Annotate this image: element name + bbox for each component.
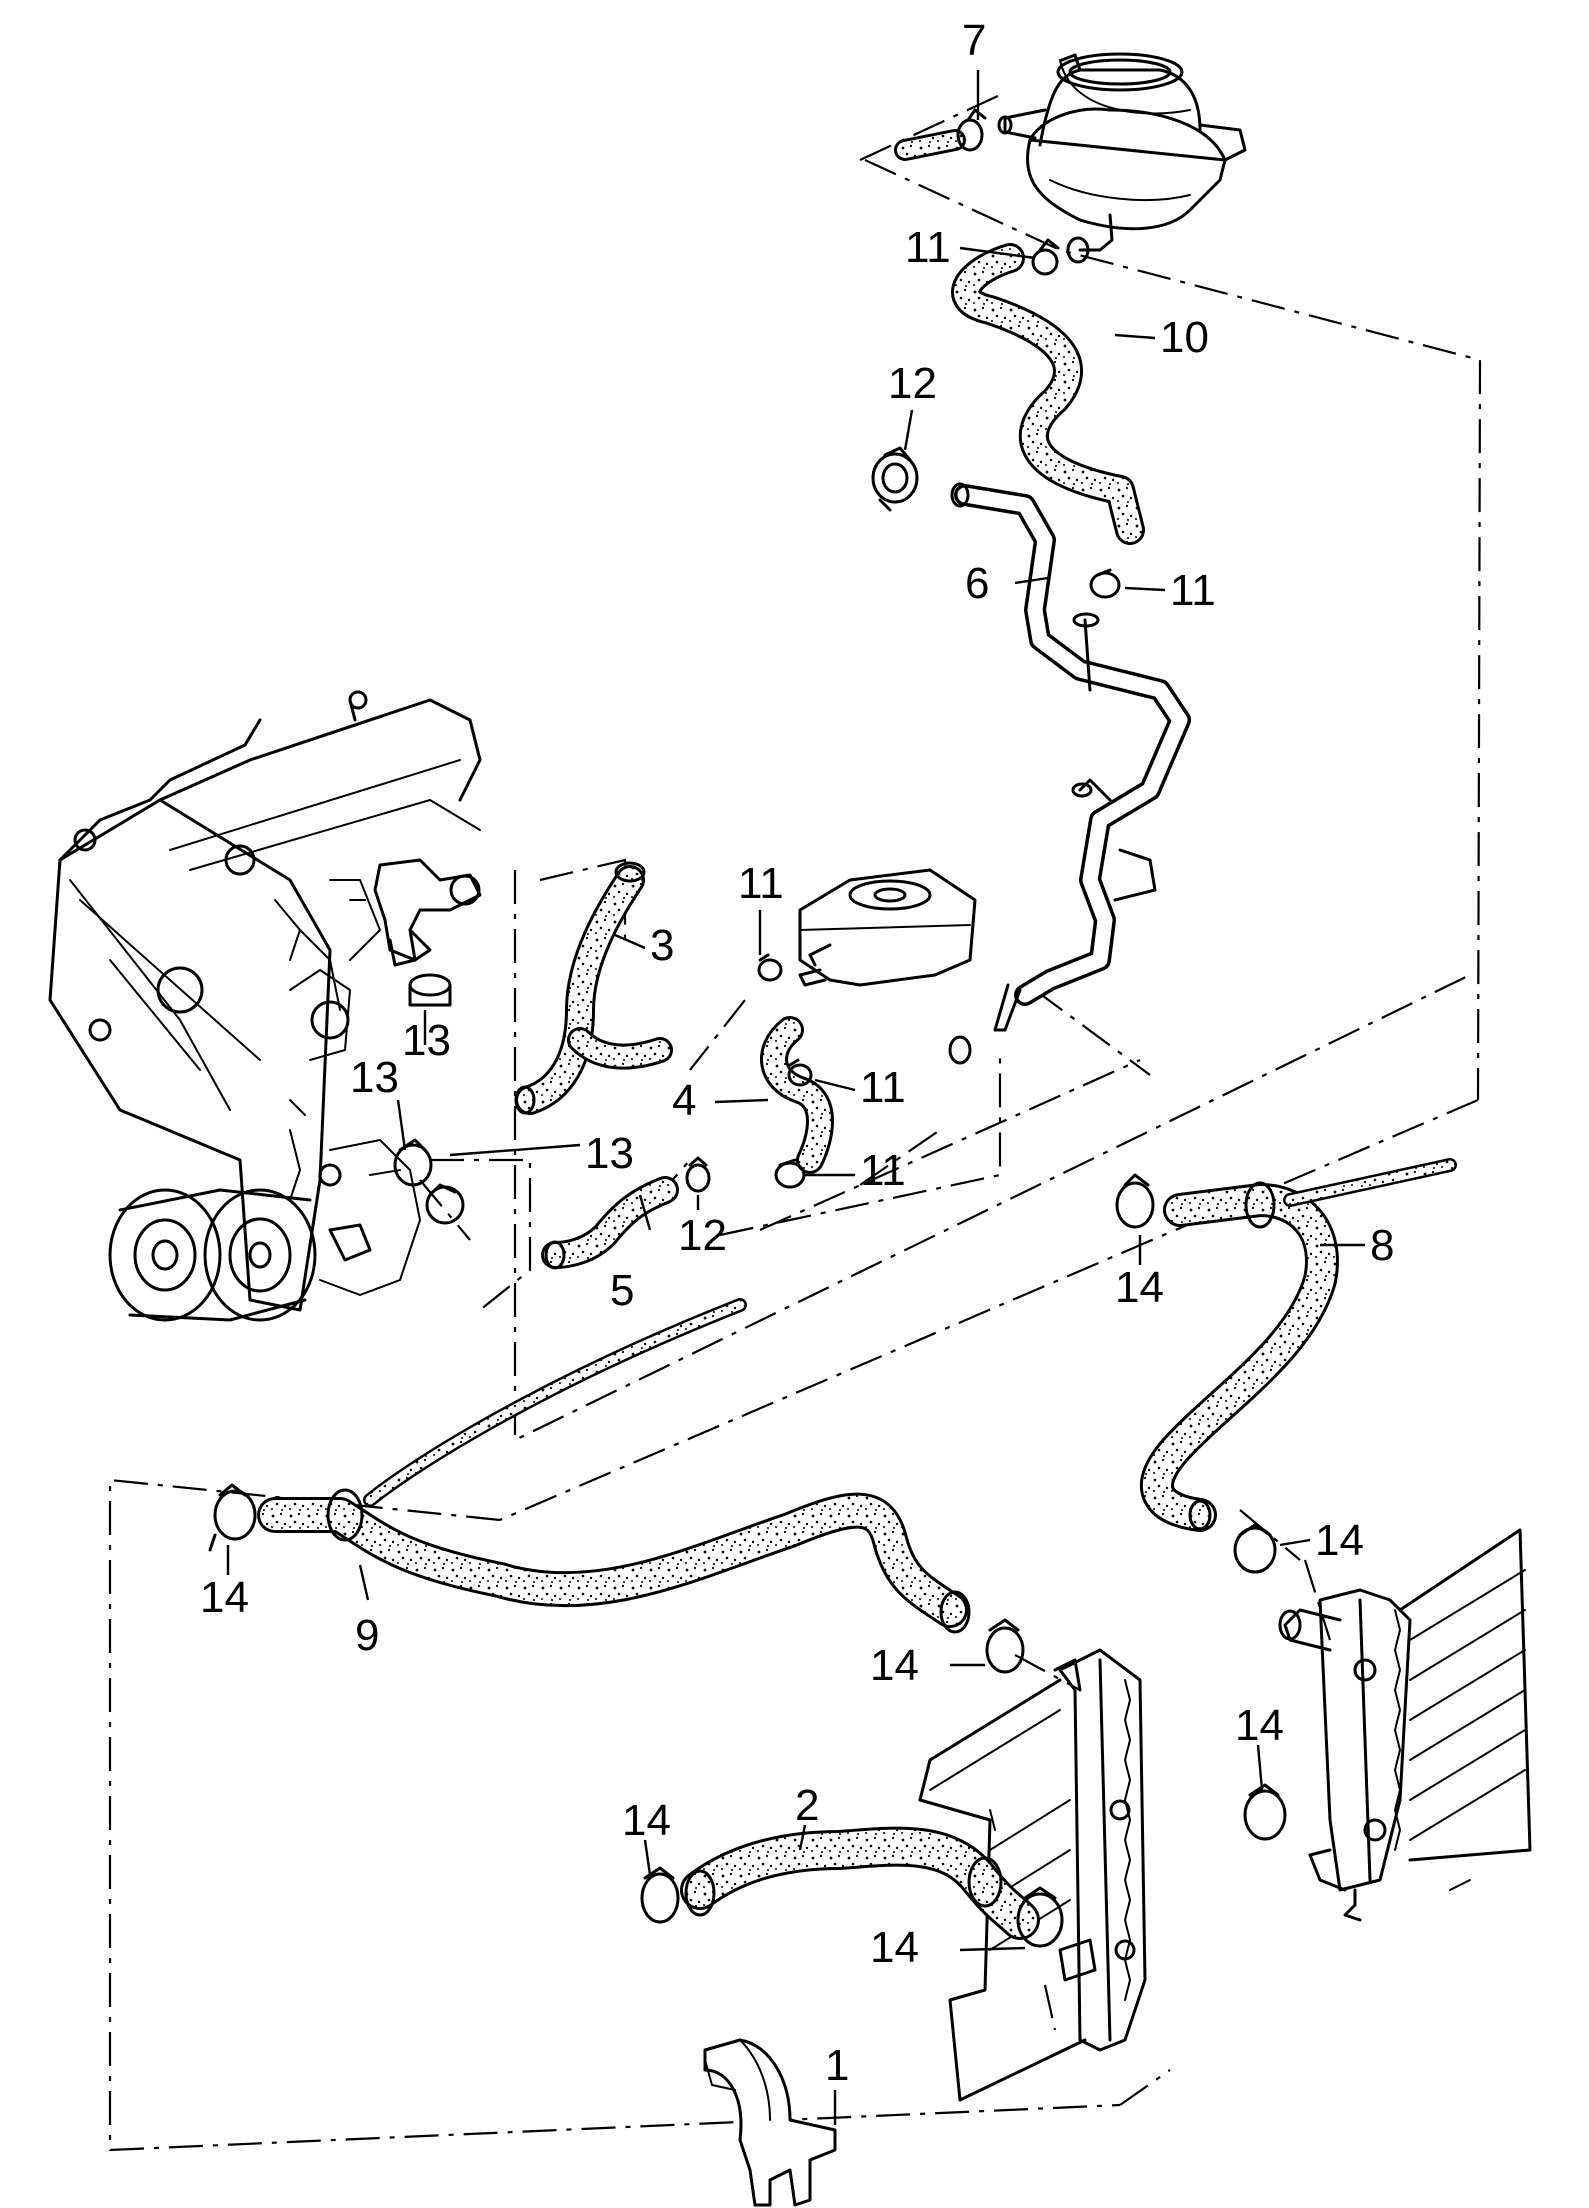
callout-8: 8 bbox=[1370, 1221, 1394, 1270]
callout-13-b: 13 bbox=[350, 1053, 399, 1102]
callout-11-top: 11 bbox=[905, 223, 951, 272]
callout-12-top: 12 bbox=[888, 359, 937, 408]
callout-numbers: 1 2 3 4 5 6 7 8 9 10 11 11 11 11 11 12 1… bbox=[200, 16, 1394, 2090]
callout-11-lower: 11 bbox=[860, 1146, 906, 1195]
oil-cooler-housing bbox=[798, 868, 977, 987]
callout-13-a: 13 bbox=[402, 1016, 451, 1065]
callout-9: 9 bbox=[355, 1611, 379, 1660]
callout-11-center: 11 bbox=[738, 859, 784, 908]
bracket bbox=[703, 2038, 837, 2207]
callout-7: 7 bbox=[962, 16, 986, 65]
callout-11-mid: 11 bbox=[860, 1063, 906, 1112]
callout-14-e: 14 bbox=[1235, 1701, 1284, 1750]
callout-14-d: 14 bbox=[870, 1641, 919, 1690]
callout-5: 5 bbox=[610, 1266, 634, 1315]
hose-clamps bbox=[208, 108, 1287, 1948]
callout-3: 3 bbox=[650, 921, 674, 970]
callout-11-right: 11 bbox=[1170, 566, 1216, 615]
callout-14-f: 14 bbox=[622, 1796, 671, 1845]
callout-12-mid: 12 bbox=[678, 1211, 727, 1260]
leader-lines bbox=[226, 70, 1365, 2125]
right-radiator bbox=[1278, 1528, 1532, 1922]
callout-14-c: 14 bbox=[1315, 1516, 1364, 1565]
callout-2: 2 bbox=[795, 1781, 819, 1830]
callout-14-g: 14 bbox=[870, 1923, 919, 1972]
callout-4: 4 bbox=[672, 1076, 696, 1125]
coolant-pipe bbox=[948, 482, 1191, 1065]
callout-6: 6 bbox=[965, 559, 989, 608]
callout-10: 10 bbox=[1160, 313, 1209, 362]
callout-14-b: 14 bbox=[200, 1573, 249, 1622]
callout-1: 1 bbox=[825, 2041, 849, 2090]
hoses bbox=[257, 129, 1457, 1940]
engine-block bbox=[48, 690, 482, 1322]
callout-14-a: 14 bbox=[1115, 1263, 1164, 1312]
callout-13-c: 13 bbox=[585, 1129, 634, 1178]
expansion-tank bbox=[997, 52, 1247, 264]
